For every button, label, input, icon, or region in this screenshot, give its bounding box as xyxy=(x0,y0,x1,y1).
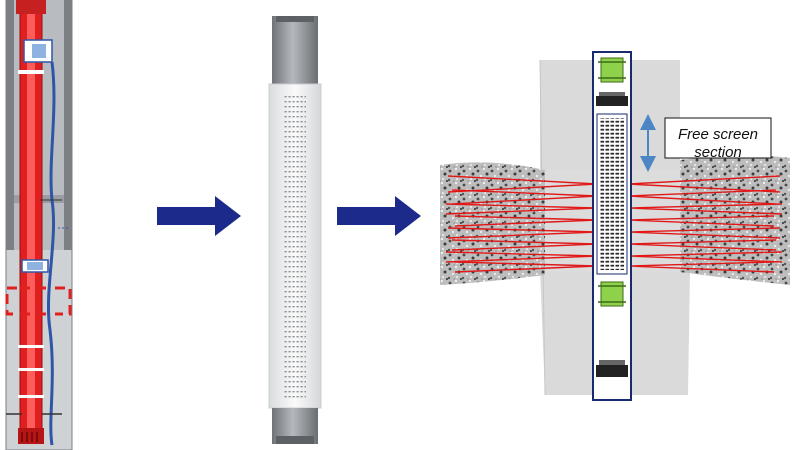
hanger-body xyxy=(16,0,46,14)
tubing-coupling xyxy=(18,395,44,398)
callout-line-1: Free screen xyxy=(678,126,758,143)
coupling-dark-cap xyxy=(599,360,625,365)
bottom-plug-bars xyxy=(21,432,38,442)
highlight-bracket-left xyxy=(5,286,17,316)
screen-slots xyxy=(284,96,306,398)
tubing-collar xyxy=(18,70,44,74)
pipe-bottom-thread xyxy=(276,436,314,444)
red-tubing-core xyxy=(27,0,35,440)
tubing-coupling xyxy=(18,368,44,371)
coupling-dark xyxy=(596,96,628,106)
screen-mesh xyxy=(600,118,624,270)
arrow-right-icon xyxy=(157,196,241,236)
installed-screen: Free screen section xyxy=(440,51,790,401)
packer-top-inner xyxy=(32,44,46,58)
packer-bottom xyxy=(600,281,624,307)
screen-joint xyxy=(268,16,322,444)
highlight-bracket-right xyxy=(55,286,72,316)
callout-box xyxy=(664,117,772,159)
formation-right xyxy=(680,155,790,285)
casing-wall-left xyxy=(6,0,14,250)
packer-bottom-lines xyxy=(598,285,626,303)
callout-line-2: section xyxy=(694,144,742,161)
pipe-top-thread xyxy=(276,16,314,22)
coupling-dark-cap xyxy=(599,92,625,96)
tubing-coupling xyxy=(18,345,44,348)
casing-wall-right xyxy=(64,0,72,250)
pipe-top xyxy=(272,16,318,84)
packer-top-lines xyxy=(598,61,626,79)
coupling-dark xyxy=(596,365,628,377)
packer-top xyxy=(600,57,624,83)
arrow-right-icon xyxy=(337,196,421,236)
well-schematic xyxy=(5,0,73,450)
flow-line xyxy=(46,61,56,446)
packer-middle-inner xyxy=(27,262,43,270)
